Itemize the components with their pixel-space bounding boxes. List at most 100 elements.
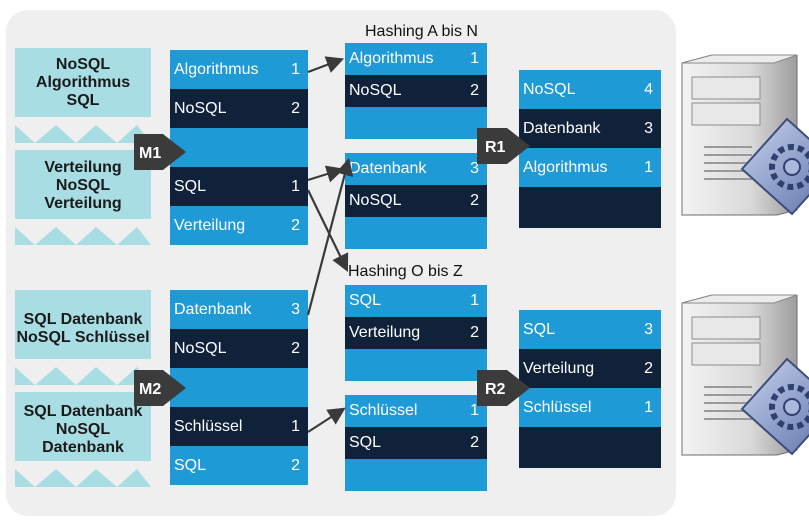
table-row: Schlüssel 1 [170, 407, 308, 446]
table-row [345, 217, 487, 249]
word: Datenbank [349, 160, 427, 177]
word: SQL [349, 434, 382, 451]
word: SQL [523, 320, 556, 338]
gear-icon [740, 357, 809, 456]
table-row: Datenbank 3 [519, 109, 661, 148]
reducer-2-output: SQL 3 Verteilung 2 Schlüssel 1 [519, 310, 661, 468]
count: 1 [470, 50, 479, 67]
count: 2 [470, 434, 479, 451]
table-row: Verteilung 2 [170, 206, 308, 245]
table-row: NoSQL 2 [345, 185, 487, 217]
word: NoSQL [349, 192, 402, 209]
connector-line [306, 157, 354, 316]
word: Algorithmus [523, 158, 608, 176]
chevron-m1: M1 [134, 134, 186, 170]
gear-icon [740, 117, 809, 216]
count: 1 [644, 398, 653, 416]
count: 2 [644, 359, 653, 377]
count: 3 [644, 320, 653, 338]
count: 2 [291, 456, 300, 474]
input-document-4: SQL Datenbank NoSQL Datenbank [15, 392, 151, 487]
count: 2 [470, 82, 479, 99]
mapper-2-output: Datenbank 3 NoSQL 2 Schlüssel 1 SQL 2 [170, 290, 308, 485]
table-row [519, 427, 661, 468]
word: NoSQL [174, 99, 227, 117]
word: NoSQL [523, 80, 576, 98]
doc-line: Verteilung [44, 159, 122, 176]
count: 2 [291, 99, 300, 117]
table-row: SQL 2 [170, 446, 308, 485]
chevron-m1-label: M1 [139, 145, 161, 162]
count: 2 [470, 324, 479, 341]
table-row: Datenbank 3 [345, 153, 487, 185]
table-row: SQL 2 [345, 427, 487, 459]
count: 1 [291, 60, 300, 78]
doc-line: SQL Datenbank [23, 311, 143, 328]
chevron-r2-label: R2 [485, 381, 506, 398]
table-row [170, 128, 308, 167]
server-icon [681, 54, 809, 216]
chevron-r2: R2 [477, 370, 530, 406]
doc-line: NoSQL Schlüssel [16, 329, 150, 346]
word: SQL [174, 456, 207, 474]
count: 2 [291, 339, 300, 357]
word: Schlüssel [523, 398, 592, 416]
table-row: NoSQL 2 [170, 89, 308, 128]
count: 2 [470, 192, 479, 209]
word: NoSQL [174, 339, 227, 357]
count: 4 [644, 80, 653, 98]
word: SQL [349, 292, 382, 309]
input-document-3: SQL Datenbank NoSQL Schlüssel [15, 290, 151, 385]
chevron-r1: R1 [477, 128, 530, 164]
table-row: Verteilung 2 [519, 349, 661, 388]
doc-line: Datenbank [42, 439, 124, 456]
word: Verteilung [174, 216, 246, 234]
table-row: NoSQL 4 [519, 70, 661, 109]
doc-line: SQL [66, 92, 100, 109]
count: 1 [291, 417, 300, 435]
table-row: Algorithmus 1 [170, 50, 308, 89]
count: 3 [644, 119, 653, 137]
word: Algorithmus [349, 50, 434, 67]
table-row: Algorithmus 1 [519, 148, 661, 187]
count: 1 [644, 158, 653, 176]
word: Datenbank [174, 300, 252, 318]
connector-line [307, 407, 346, 433]
table-row: Algorithmus 1 [345, 43, 487, 75]
word: Verteilung [523, 359, 595, 377]
count: 1 [291, 177, 300, 195]
connector-line [307, 56, 345, 74]
table-row: Schlüssel 1 [519, 388, 661, 427]
table-row: Verteilung 2 [345, 317, 487, 349]
word: Datenbank [523, 119, 601, 137]
count: 1 [470, 402, 479, 419]
doc-line: SQL Datenbank [23, 403, 143, 420]
table-row: NoSQL 2 [170, 329, 308, 368]
table-row: SQL 3 [519, 310, 661, 349]
hashing-a-n-label: Hashing A bis N [365, 23, 478, 40]
server-icon [681, 294, 809, 456]
input-document-2: Verteilung NoSQL Verteilung [15, 150, 151, 245]
reducer-1-output: NoSQL 4 Datenbank 3 Algorithmus 1 [519, 70, 661, 228]
chevron-m2: M2 [134, 370, 186, 406]
count: 2 [291, 216, 300, 234]
word: Verteilung [349, 324, 421, 341]
count: 3 [470, 160, 479, 177]
doc-line: NoSQL [55, 177, 111, 194]
count: 3 [291, 300, 300, 318]
partition-a-n-2: Datenbank 3 NoSQL 2 [345, 153, 487, 249]
connector-line [307, 189, 349, 272]
word: Algorithmus [174, 60, 259, 78]
word: Schlüssel [174, 417, 243, 435]
table-row [345, 107, 487, 139]
table-row [519, 187, 661, 228]
chevron-m2-label: M2 [139, 381, 161, 398]
doc-line: NoSQL [55, 56, 111, 73]
